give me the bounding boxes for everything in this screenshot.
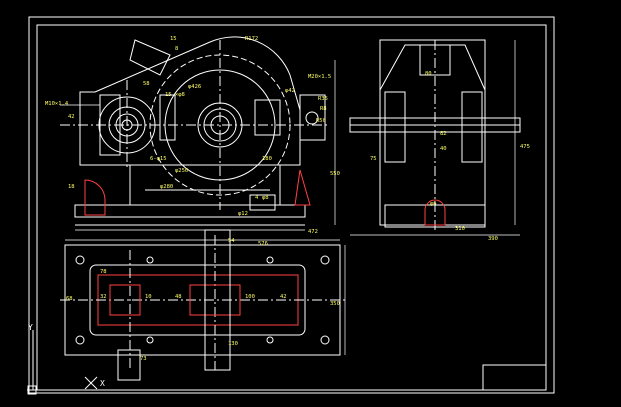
- dim-4: 4: [255, 195, 259, 201]
- dim-42: 42: [280, 294, 287, 300]
- dim-73: 73: [140, 356, 147, 362]
- dim-phi8: φ8: [262, 195, 269, 201]
- dim-15x8: 15 ×φ8: [165, 92, 185, 98]
- ucs-y-label: Y: [28, 323, 33, 332]
- dim-15: 15: [170, 36, 177, 42]
- top-view-dimensions: 576 350 68 32 10 48 100 42 130 78 54 73: [66, 238, 340, 362]
- dim-r50: R50: [316, 118, 326, 124]
- dim-phi42: φ42: [285, 88, 295, 94]
- dim-phi12: φ12: [238, 211, 248, 217]
- sheet-outer-border: [28, 16, 555, 394]
- dim-6phi15: 6-φ15: [150, 156, 167, 162]
- dim-40: 40: [440, 146, 447, 152]
- front-view[interactable]: [60, 36, 336, 231]
- dim-phi280: φ280: [160, 184, 173, 190]
- dim-10: 10: [145, 294, 152, 300]
- dim-390: 390: [488, 236, 498, 242]
- dim-310: 310: [455, 226, 465, 232]
- dim-75: 75: [370, 156, 377, 162]
- dim-80: 80: [425, 71, 432, 77]
- dim-472: 472: [308, 229, 318, 235]
- ucs-icon: [27, 330, 98, 395]
- dim-78: 78: [100, 269, 107, 275]
- dim-475: 475: [520, 144, 530, 150]
- ucs-x-label: X: [100, 379, 105, 388]
- dim-32: 32: [100, 294, 107, 300]
- dim-130: 130: [228, 341, 238, 347]
- dim-8: 8: [175, 46, 178, 52]
- dim-42-left: 42: [68, 114, 75, 120]
- dim-phi6: φ6: [430, 201, 437, 207]
- dim-phi426: φ426: [188, 84, 201, 90]
- dim-100: 100: [245, 294, 255, 300]
- dim-r8: R8: [320, 106, 327, 112]
- dim-180: 180: [262, 156, 272, 162]
- dim-48: 48: [175, 294, 182, 300]
- dim-18: 18: [68, 184, 75, 190]
- sheet-inner-border: [36, 24, 547, 391]
- side-view-dimensions: 80 475 40 82 310 390 75 φ6: [370, 71, 530, 242]
- dim-550: 550: [330, 171, 340, 177]
- dim-phi250: φ250: [175, 168, 188, 174]
- dim-68: 68: [66, 296, 73, 302]
- dim-r35: R35: [318, 96, 328, 102]
- dim-m20: M20×1.5: [308, 74, 331, 80]
- dim-576: 576: [258, 241, 268, 247]
- dim-54: 54: [228, 238, 235, 244]
- top-view[interactable]: [60, 229, 346, 381]
- side-view[interactable]: [349, 39, 521, 236]
- dim-58: 58: [143, 81, 150, 87]
- dim-350: 350: [330, 301, 340, 307]
- dim-m10: M10×1.4: [45, 101, 69, 107]
- front-view-dimensions: R172 M20×1.5 M10×1.4 15 8 58 φ426 15 ×φ8…: [45, 36, 340, 235]
- dim-r172: R172: [245, 36, 258, 42]
- dim-82: 82: [440, 131, 447, 137]
- title-block: [482, 364, 547, 391]
